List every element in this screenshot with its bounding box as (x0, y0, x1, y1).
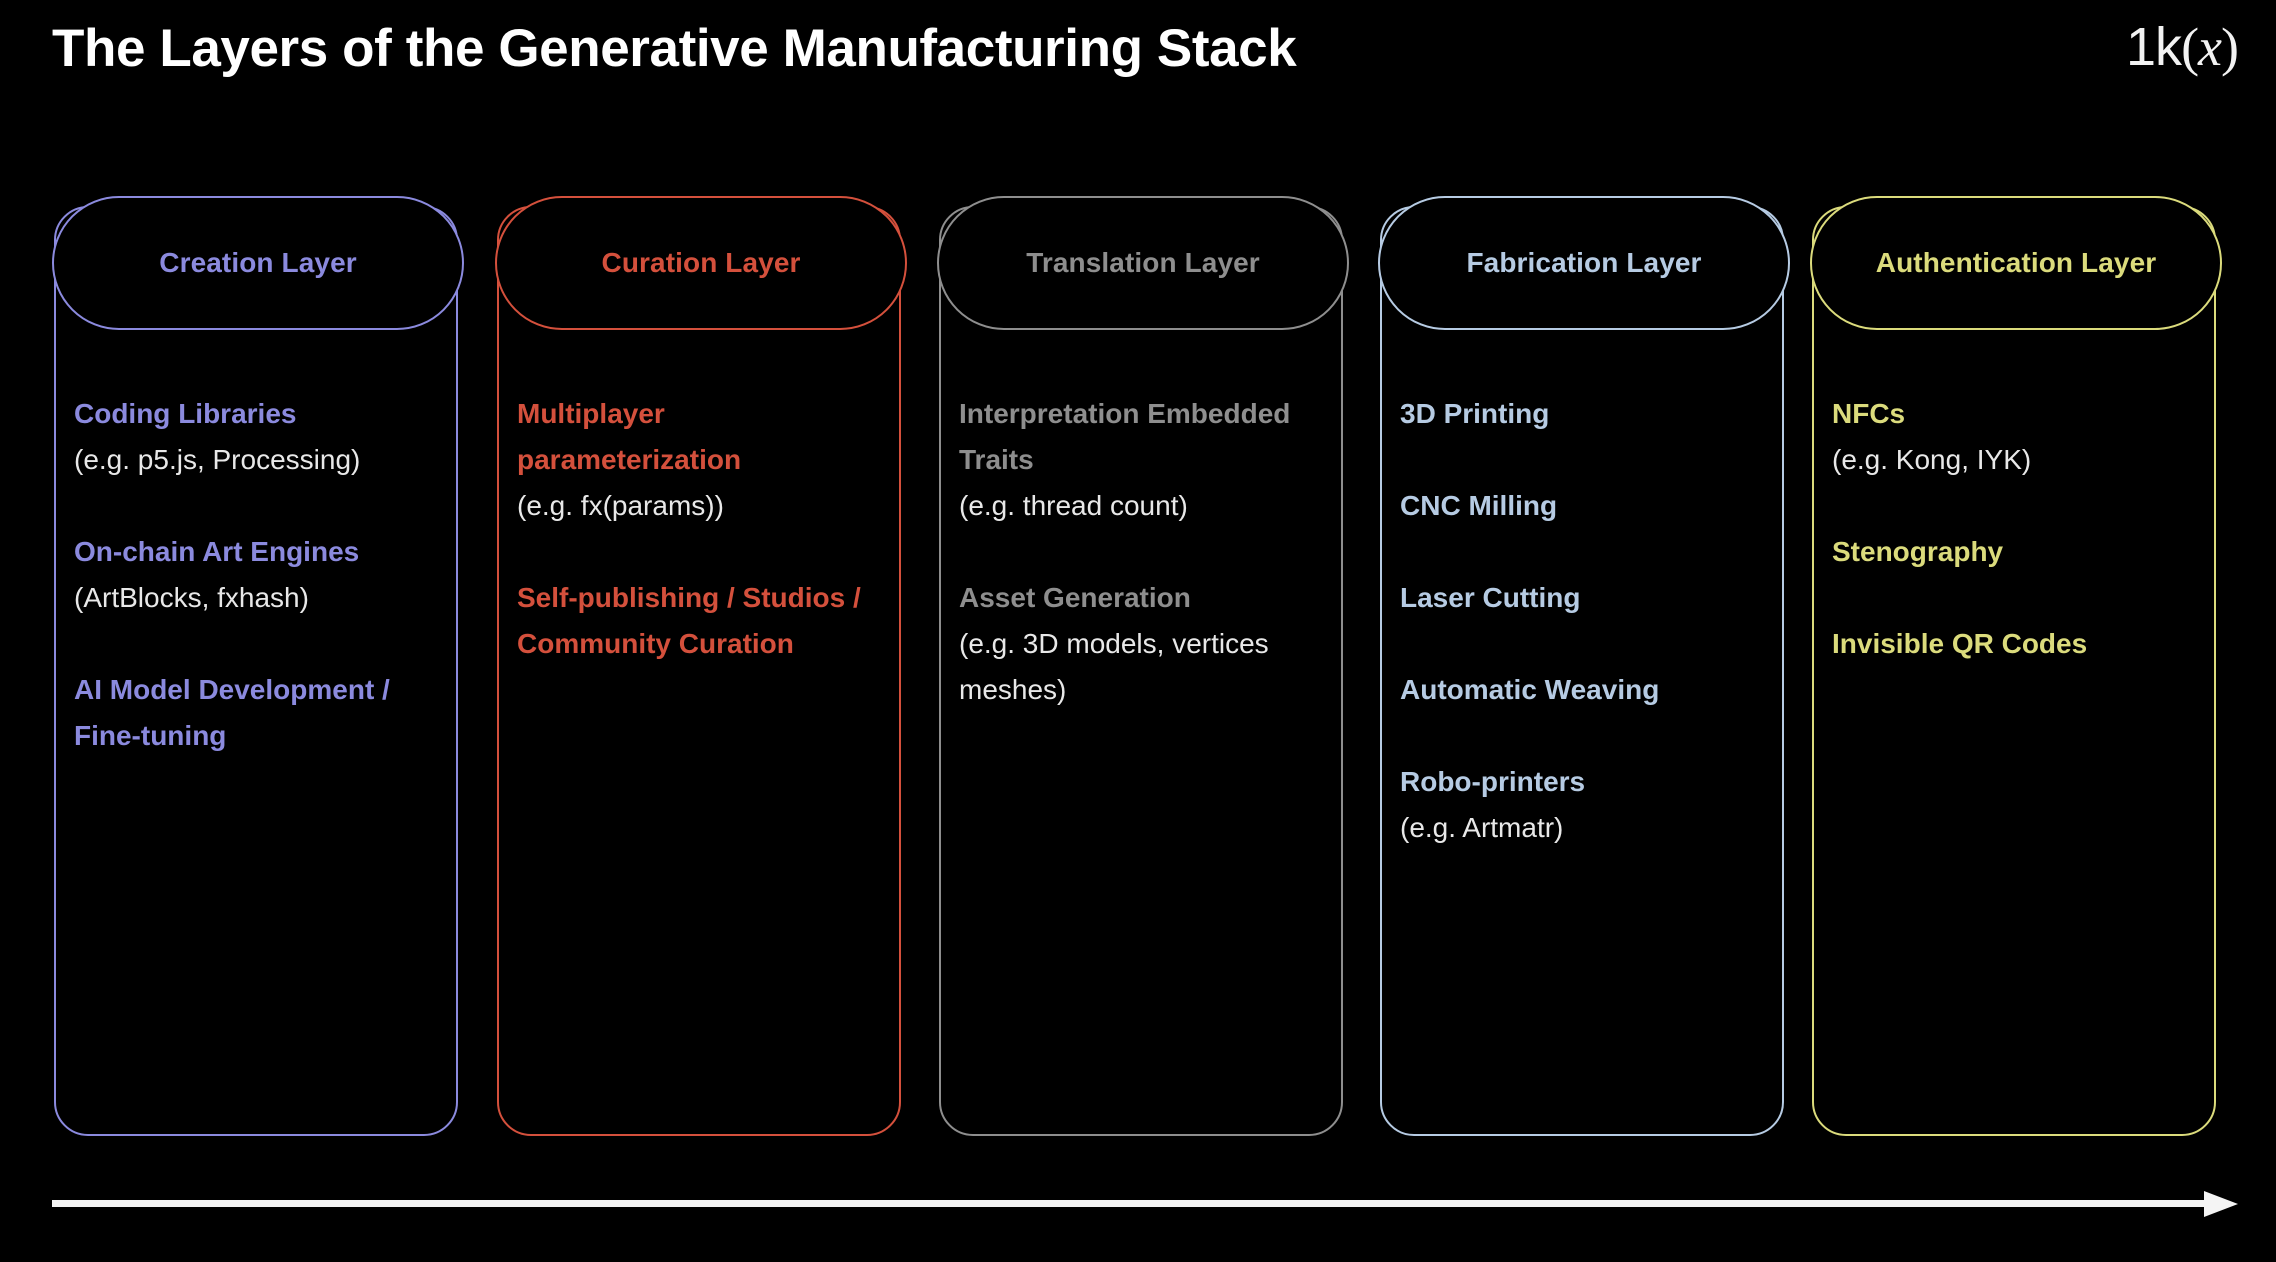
layer-item-heading: AI Model Development / Fine-tuning (74, 674, 390, 751)
layer-body-box (939, 206, 1343, 1136)
layer-item: Coding Libraries (e.g. p5.js, Processing) (74, 391, 446, 483)
layer-item: Laser Cutting (1400, 575, 1772, 621)
layer-item: CNC Milling (1400, 483, 1772, 529)
layer-item-example: (e.g. Kong, IYK) (1832, 444, 2032, 475)
layer-item-heading: Asset Generation (959, 582, 1191, 613)
layer-item: Asset Generation (e.g. 3D models, vertice… (959, 575, 1331, 713)
layer-item-example: (ArtBlocks, fxhash) (74, 582, 309, 613)
layer-item-example: (e.g. fx(params)) (517, 490, 724, 521)
layer-item: 3D Printing (1400, 391, 1772, 437)
layer-item-example: (e.g. Artmatr) (1400, 812, 1564, 843)
logo-close-paren: ) (2221, 17, 2239, 77)
layer-item-heading: CNC Milling (1400, 490, 1558, 521)
layer-item: Robo-printers (e.g. Artmatr) (1400, 759, 1772, 851)
layer-item: Invisible QR Codes (1832, 621, 2204, 667)
layer-item-list: Multiplayer parameterization (e.g. fx(par… (517, 391, 889, 667)
layer-item-heading: Self-publishing / Studios / Community Cu… (517, 582, 861, 659)
layer-item-heading: Robo-printers (1400, 766, 1586, 797)
page-header: The Layers of the Generative Manufacturi… (0, 0, 2276, 120)
layer-title: Creation Layer (159, 247, 357, 278)
layer-item-heading: Stenography (1832, 536, 2004, 567)
logo-prefix-text: 1k (2126, 17, 2182, 77)
layer-item-heading: Laser Cutting (1400, 582, 1581, 613)
layer-item-example: (e.g. thread count) (959, 490, 1188, 521)
layer-item-heading: Invisible QR Codes (1832, 628, 2088, 659)
layer-item: Interpretation Embedded Traits (e.g. thre… (959, 391, 1331, 529)
layer-header-pill[interactable]: Authentication Layer (1810, 196, 2222, 330)
layer-item-list: Coding Libraries (e.g. p5.js, Processing)… (74, 391, 446, 759)
arrow-line (52, 1200, 2207, 1207)
layer-item: On-chain Art Engines (ArtBlocks, fxhash) (74, 529, 446, 621)
layer-item-example: (e.g. 3D models, vertices meshes) (959, 628, 1269, 705)
page-title: The Layers of the Generative Manufacturi… (52, 19, 1297, 78)
layer-item: Self-publishing / Studios / Community Cu… (517, 575, 889, 667)
flow-direction-arrow (52, 1191, 2238, 1217)
layer-title: Authentication Layer (1875, 247, 2157, 278)
layer-body-box (497, 206, 901, 1136)
brand-logo-1kx: 1k(x) (2126, 16, 2239, 78)
layer-item-list: Interpretation Embedded Traits (e.g. thre… (959, 391, 1331, 713)
layer-item: Stenography (1832, 529, 2204, 575)
layer-body-box (54, 206, 458, 1136)
layer-item-heading: Automatic Weaving (1400, 674, 1660, 705)
layer-header-pill[interactable]: Translation Layer (937, 196, 1349, 330)
layer-header-pill[interactable]: Creation Layer (52, 196, 464, 330)
layer-item: Automatic Weaving (1400, 667, 1772, 713)
logo-open-paren: ( (2181, 17, 2199, 77)
layer-item: Multiplayer parameterization (e.g. fx(par… (517, 391, 889, 529)
layer-body-box (1812, 206, 2216, 1136)
layer-item-heading: NFCs (1832, 398, 1906, 429)
layer-title: Translation Layer (1026, 247, 1260, 278)
layer-item: AI Model Development / Fine-tuning (74, 667, 446, 759)
layer-item-heading: On-chain Art Engines (74, 536, 360, 567)
layer-item-heading: Multiplayer parameterization (517, 398, 742, 475)
arrow-head-icon (2204, 1191, 2238, 1217)
layer-item-example: (e.g. p5.js, Processing) (74, 444, 361, 475)
logo-variable-x: x (2198, 17, 2222, 77)
layer-item-heading: 3D Printing (1400, 398, 1550, 429)
layer-header-pill[interactable]: Fabrication Layer (1378, 196, 1790, 330)
layer-header-pill[interactable]: Curation Layer (495, 196, 907, 330)
layer-item-heading: Coding Libraries (74, 398, 297, 429)
layer-title: Fabrication Layer (1466, 247, 1702, 278)
layer-item-heading: Interpretation Embedded Traits (959, 398, 1291, 475)
layer-item: NFCs (e.g. Kong, IYK) (1832, 391, 2204, 483)
layer-title: Curation Layer (601, 247, 801, 278)
